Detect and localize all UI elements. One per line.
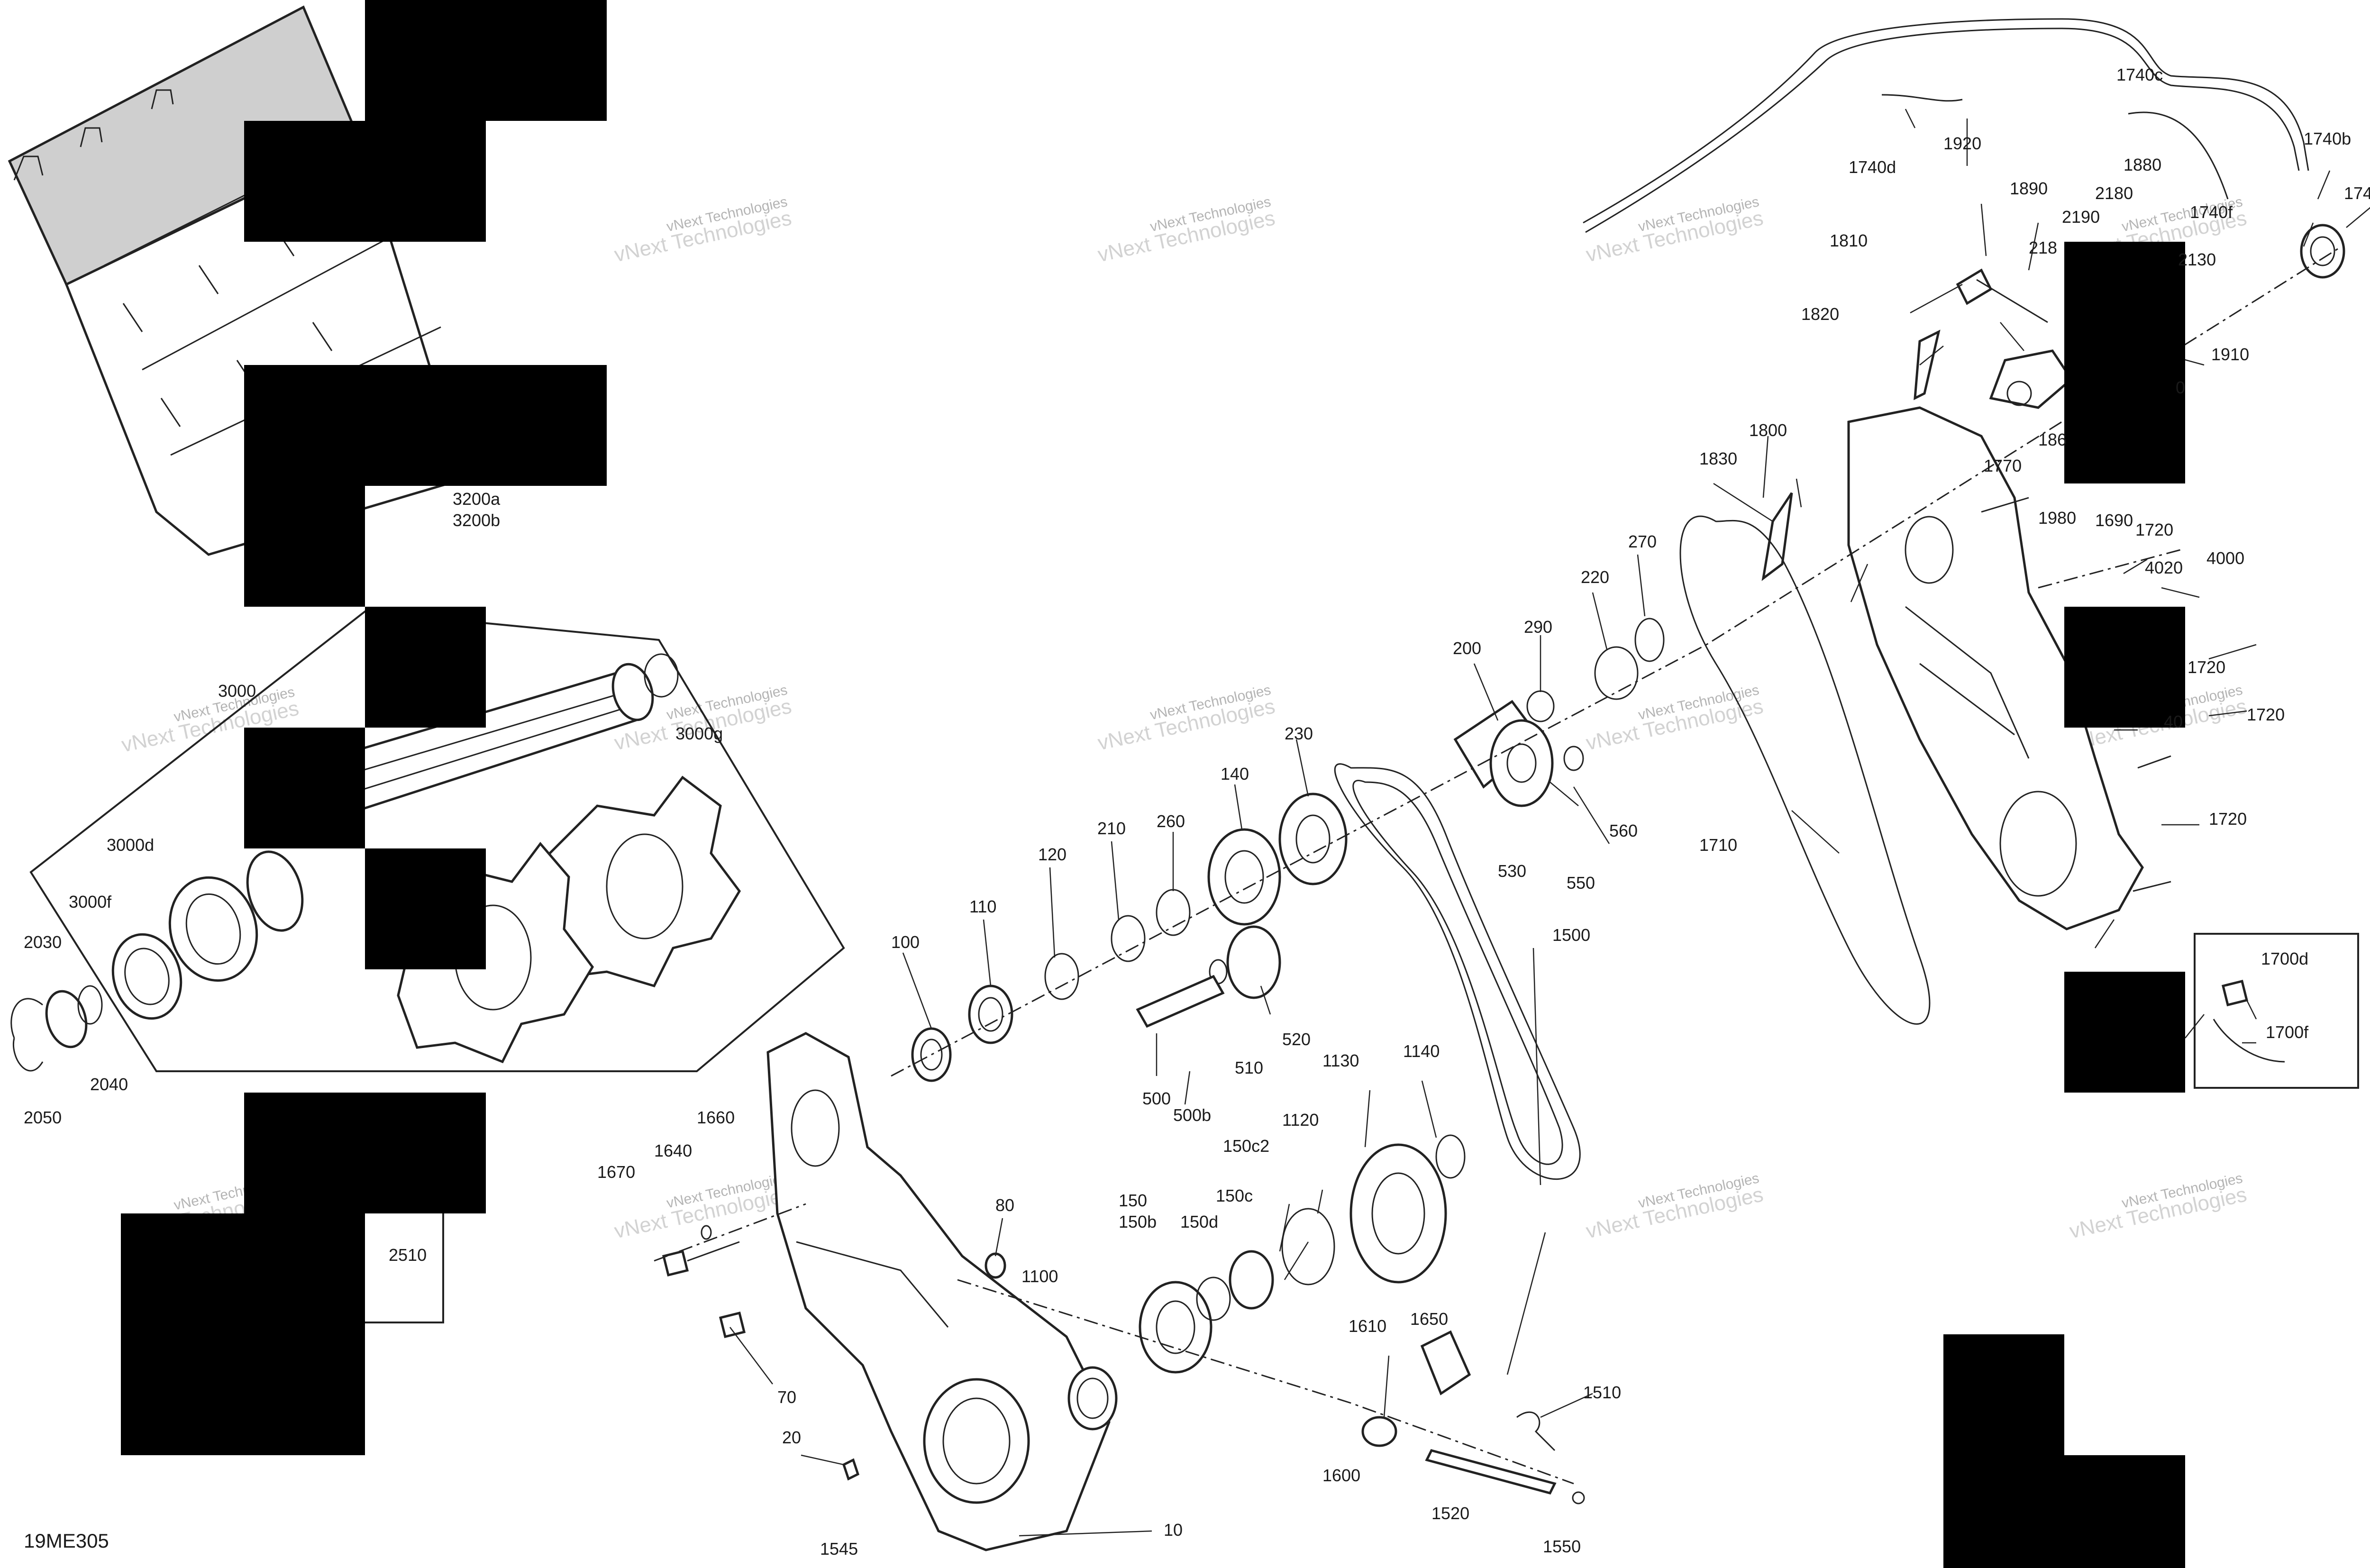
callout-1600: 1600 (1322, 1466, 1360, 1485)
fasteners (662, 497, 2171, 1481)
callout-260: 260 (1157, 811, 1185, 831)
callout-3000d: 3000d (107, 835, 154, 855)
callout-1800: 1800 (1749, 420, 1787, 440)
callout-1510: 1510 (1583, 1383, 1621, 1402)
chaincase-right (1847, 406, 2144, 930)
callout-1670: 1670 (597, 1162, 635, 1182)
detail-box-1700 (2194, 933, 2359, 1089)
callout-150c: 150c (1216, 1186, 1253, 1205)
callout-120: 120 (1038, 845, 1066, 864)
callout-500: 500 (1142, 1089, 1171, 1108)
callout-1100: 1100 (1021, 1267, 1058, 1286)
redaction-blocks (121, 0, 2185, 1568)
callout-150c2: 150c2 (1223, 1136, 1269, 1156)
callout-4000: 4000 (2206, 548, 2244, 568)
callout-150: 150 (1119, 1191, 1147, 1210)
callout-1980: 1980 (2038, 508, 2076, 528)
callout-100: 100 (891, 932, 920, 952)
callout-1910: 1910 (2211, 345, 2249, 364)
callout-1130: 1130 (1322, 1051, 1359, 1070)
callout-3000f: 3000f (69, 892, 112, 912)
callout-1890: 1890 (2010, 179, 2048, 198)
callout-3000: 3000 (218, 681, 256, 701)
callout-1120: 1120 (1282, 1110, 1319, 1130)
callout-10: 10 (1164, 1520, 1183, 1540)
callout-1820: 1820 (1801, 304, 1839, 324)
callout-1740f: 1740f (2190, 202, 2233, 222)
callout-2040: 2040 (90, 1075, 128, 1094)
callout-4020: 4020 (2145, 558, 2183, 577)
callout-1550: 1550 (1543, 1537, 1581, 1556)
callout-1830: 1830 (1699, 449, 1737, 468)
callout-1710: 1710 (1699, 835, 1737, 855)
callout-1140: 1140 (1403, 1041, 1440, 1061)
callout-1650: 1650 (1410, 1309, 1448, 1329)
callout-2180: 2180 (2095, 183, 2133, 203)
callout-200: 200 (1453, 638, 1481, 658)
callout-1810: 1810 (1830, 231, 1868, 250)
callout-510: 510 (1235, 1058, 1263, 1077)
callout-520: 520 (1282, 1030, 1311, 1049)
callout-1700d: 1700d (2261, 949, 2308, 968)
callout-560: 560 (1609, 821, 1638, 840)
callout-1740a: 1740a (2344, 183, 2370, 203)
callout-1720b: 1720 (2188, 657, 2225, 677)
callout-140: 140 (1221, 764, 1249, 784)
callout-2130: 2130 (2178, 250, 2216, 269)
callout-1880: 1880 (2124, 155, 2161, 174)
callout-1720a: 1720 (2135, 520, 2173, 539)
callout-1640: 1640 (654, 1141, 692, 1160)
diagram-id: 19ME305 (24, 1530, 109, 1552)
oil-lines (1583, 18, 2345, 279)
callout-1790-partial: 0 (2176, 378, 2185, 397)
callout-1520: 1520 (1431, 1504, 1469, 1523)
callout-110: 110 (969, 897, 996, 916)
callout-2510: 2510 (389, 1245, 427, 1265)
callout-1610: 1610 (1349, 1316, 1386, 1336)
callout-500b: 500b (1173, 1105, 1211, 1125)
callout-530: 530 (1498, 861, 1526, 881)
callout-2050: 2050 (24, 1108, 62, 1127)
assembly-centerlines (654, 246, 2342, 1485)
callout-2180-partial: 218 (2029, 238, 2057, 257)
callout-1500: 1500 (1552, 925, 1590, 945)
callout-2190: 2190 (2062, 207, 2100, 227)
callout-1720c: 1720 (2247, 705, 2285, 724)
callout-1545: 1545 (820, 1539, 858, 1559)
callout-2030: 2030 (24, 932, 62, 952)
callout-1740c: 1740c (2116, 65, 2163, 84)
callout-550: 550 (1567, 873, 1595, 893)
callout-80: 80 (995, 1195, 1014, 1215)
callout-3200a: 3200a (453, 489, 501, 509)
callout-290: 290 (1524, 617, 1552, 637)
chaincase-cover-left (766, 1032, 1111, 1551)
callout-1740-partial: 40 (2164, 712, 2183, 731)
drive-chains (1334, 515, 1931, 1180)
callout-220: 220 (1581, 567, 1609, 587)
callout-1740d: 1740d (1849, 157, 1896, 177)
callout-150b: 150b (1119, 1212, 1157, 1231)
callout-70: 70 (777, 1387, 796, 1407)
callout-1700f: 1700f (2266, 1022, 2309, 1042)
callout-1920: 1920 (1943, 134, 1981, 153)
lower-drive-assembly (1067, 1134, 1585, 1504)
gear-train (911, 492, 1793, 1082)
callout-3000g: 3000g (675, 724, 723, 743)
callout-230: 230 (1285, 724, 1313, 743)
callout-1770: 1770 (1984, 456, 2022, 475)
callout-210: 210 (1097, 819, 1126, 838)
callout-1660: 1660 (697, 1108, 735, 1127)
callout-270: 270 (1628, 532, 1657, 551)
callout-1740b: 1740b (2304, 129, 2351, 148)
callout-1690: 1690 (2095, 511, 2133, 530)
shift-linkage (1914, 268, 2073, 409)
callout-3200b: 3200b (453, 511, 500, 530)
callout-labels: 10 20 70 80 100 110 120 140 150 150b 150… (24, 65, 2370, 1559)
callout-150d: 150d (1180, 1212, 1218, 1231)
callout-1720d: 1720 (2209, 809, 2247, 829)
callout-20: 20 (782, 1428, 801, 1447)
callout-1860-partial: 186 (2038, 430, 2067, 449)
